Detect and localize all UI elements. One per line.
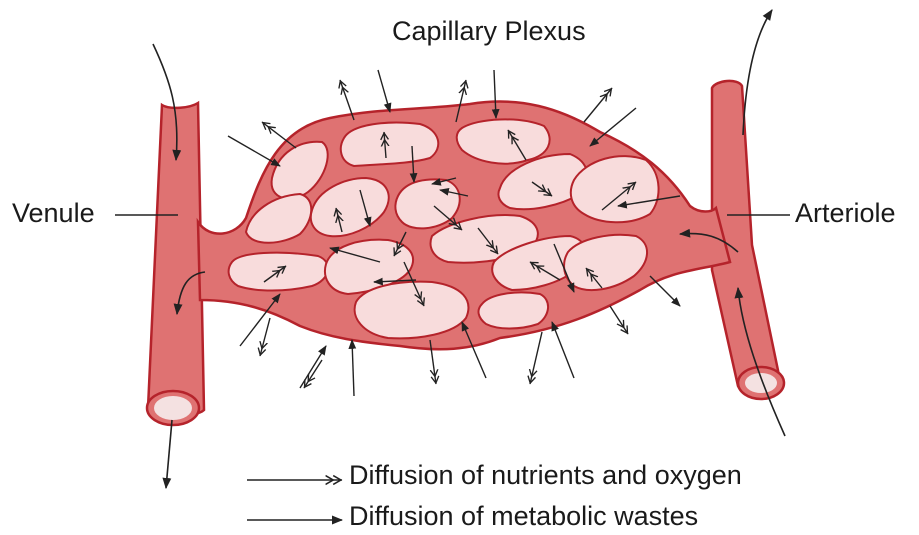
legend-wastes-text: Diffusion of metabolic wastes bbox=[349, 501, 698, 532]
venule-vessel bbox=[147, 103, 204, 425]
venule-lumen bbox=[154, 396, 192, 420]
venule-label: Venule bbox=[12, 198, 95, 229]
legend-nutrients-text: Diffusion of nutrients and oxygen bbox=[349, 460, 742, 491]
diagram-title: Capillary Plexus bbox=[392, 16, 586, 47]
arteriole-label: Arteriole bbox=[795, 198, 896, 229]
